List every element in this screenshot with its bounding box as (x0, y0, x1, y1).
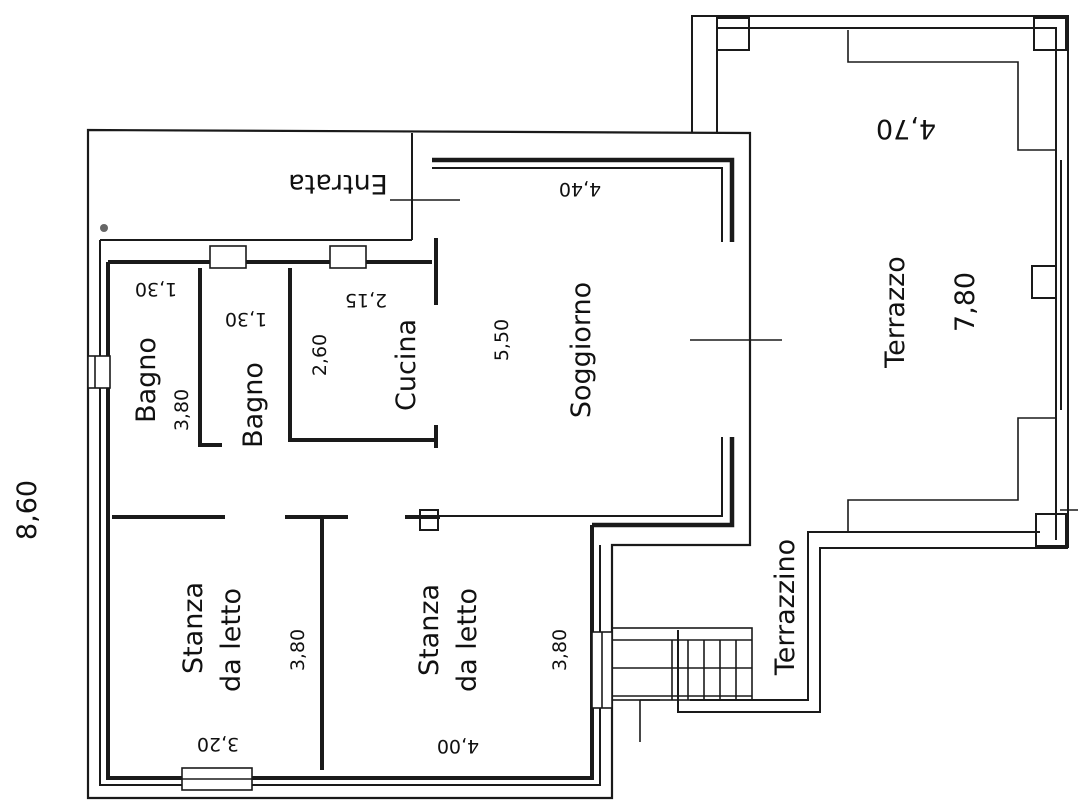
walls (86, 128, 752, 800)
bagno-1-length: 3,80 (171, 389, 193, 431)
terrazzino-label: Terrazzino (770, 539, 801, 676)
stanza-1-length: 3,80 (287, 629, 309, 671)
stanza-2-length: 3,80 (549, 629, 571, 671)
overall-dimension: 8,60 (12, 480, 43, 540)
terrazzo-width: 4,70 (876, 113, 936, 144)
bagno-1-label: Bagno (131, 337, 162, 423)
pillar-mid-right (1031, 265, 1057, 299)
stairs (611, 627, 753, 742)
living-wall-lower (592, 437, 735, 528)
stairs-outline (611, 627, 753, 701)
openings (87, 245, 613, 791)
bagno-2-width: 1,30 (225, 308, 267, 330)
terrace-outer (691, 15, 1069, 548)
entrance-dot (100, 224, 108, 232)
outer-wall (86, 128, 752, 800)
bath-divider-wall (198, 268, 222, 447)
terrazzo-length: 7,80 (950, 272, 981, 332)
living-wall-lower-inner (410, 437, 723, 517)
labels: 8,60 Entrata Bagno 3,80 1,30 Bagno 1,30 … (12, 113, 981, 757)
window-kitchen-top (329, 245, 367, 269)
pillar-bottom-right (1035, 513, 1067, 547)
stanza-2-label-line1: Stanza (414, 584, 445, 676)
terrace-rail-lower (847, 417, 1056, 532)
stanza-1-label-line2: da letto (216, 588, 247, 692)
outer-wall-inner (99, 240, 601, 786)
pillar-top-left (716, 17, 750, 51)
window-bath-top (209, 245, 247, 269)
stair-rail (639, 699, 660, 742)
terrace-bottom-outer (677, 547, 1068, 713)
terrace-walls (677, 15, 1069, 713)
bagno-1-width: 1,30 (135, 278, 177, 300)
bagno-2-label: Bagno (238, 362, 269, 448)
window-bath-left (87, 355, 111, 389)
stanza-1-label-line1: Stanza (178, 582, 209, 674)
soggiorno-label: Soggiorno (566, 282, 597, 418)
stanza-2-label-line2: da letto (452, 588, 483, 692)
terrace-rail (847, 30, 1056, 151)
cucina-width: 2,15 (345, 289, 387, 311)
stanza-1-width: 3,20 (197, 733, 239, 755)
cucina-label: Cucina (391, 319, 422, 411)
living-thick-wall (432, 157, 735, 242)
soggiorno-width: 4,40 (559, 178, 601, 200)
terrazzo-label: Terrazzo (880, 256, 911, 369)
bedroom-thick-wall (106, 262, 594, 780)
stanza-2-width: 4,00 (437, 735, 479, 757)
door-markers (390, 199, 1078, 511)
living-thick-wall-inner (432, 167, 723, 242)
cucina-length: 2,60 (309, 334, 331, 376)
column-stub (419, 509, 439, 531)
soggiorno-length: 5,50 (491, 319, 513, 361)
pillar-top-right (1033, 17, 1067, 51)
entrata-label: Entrata (288, 168, 388, 199)
terrace-bottom-inner (690, 531, 1040, 701)
